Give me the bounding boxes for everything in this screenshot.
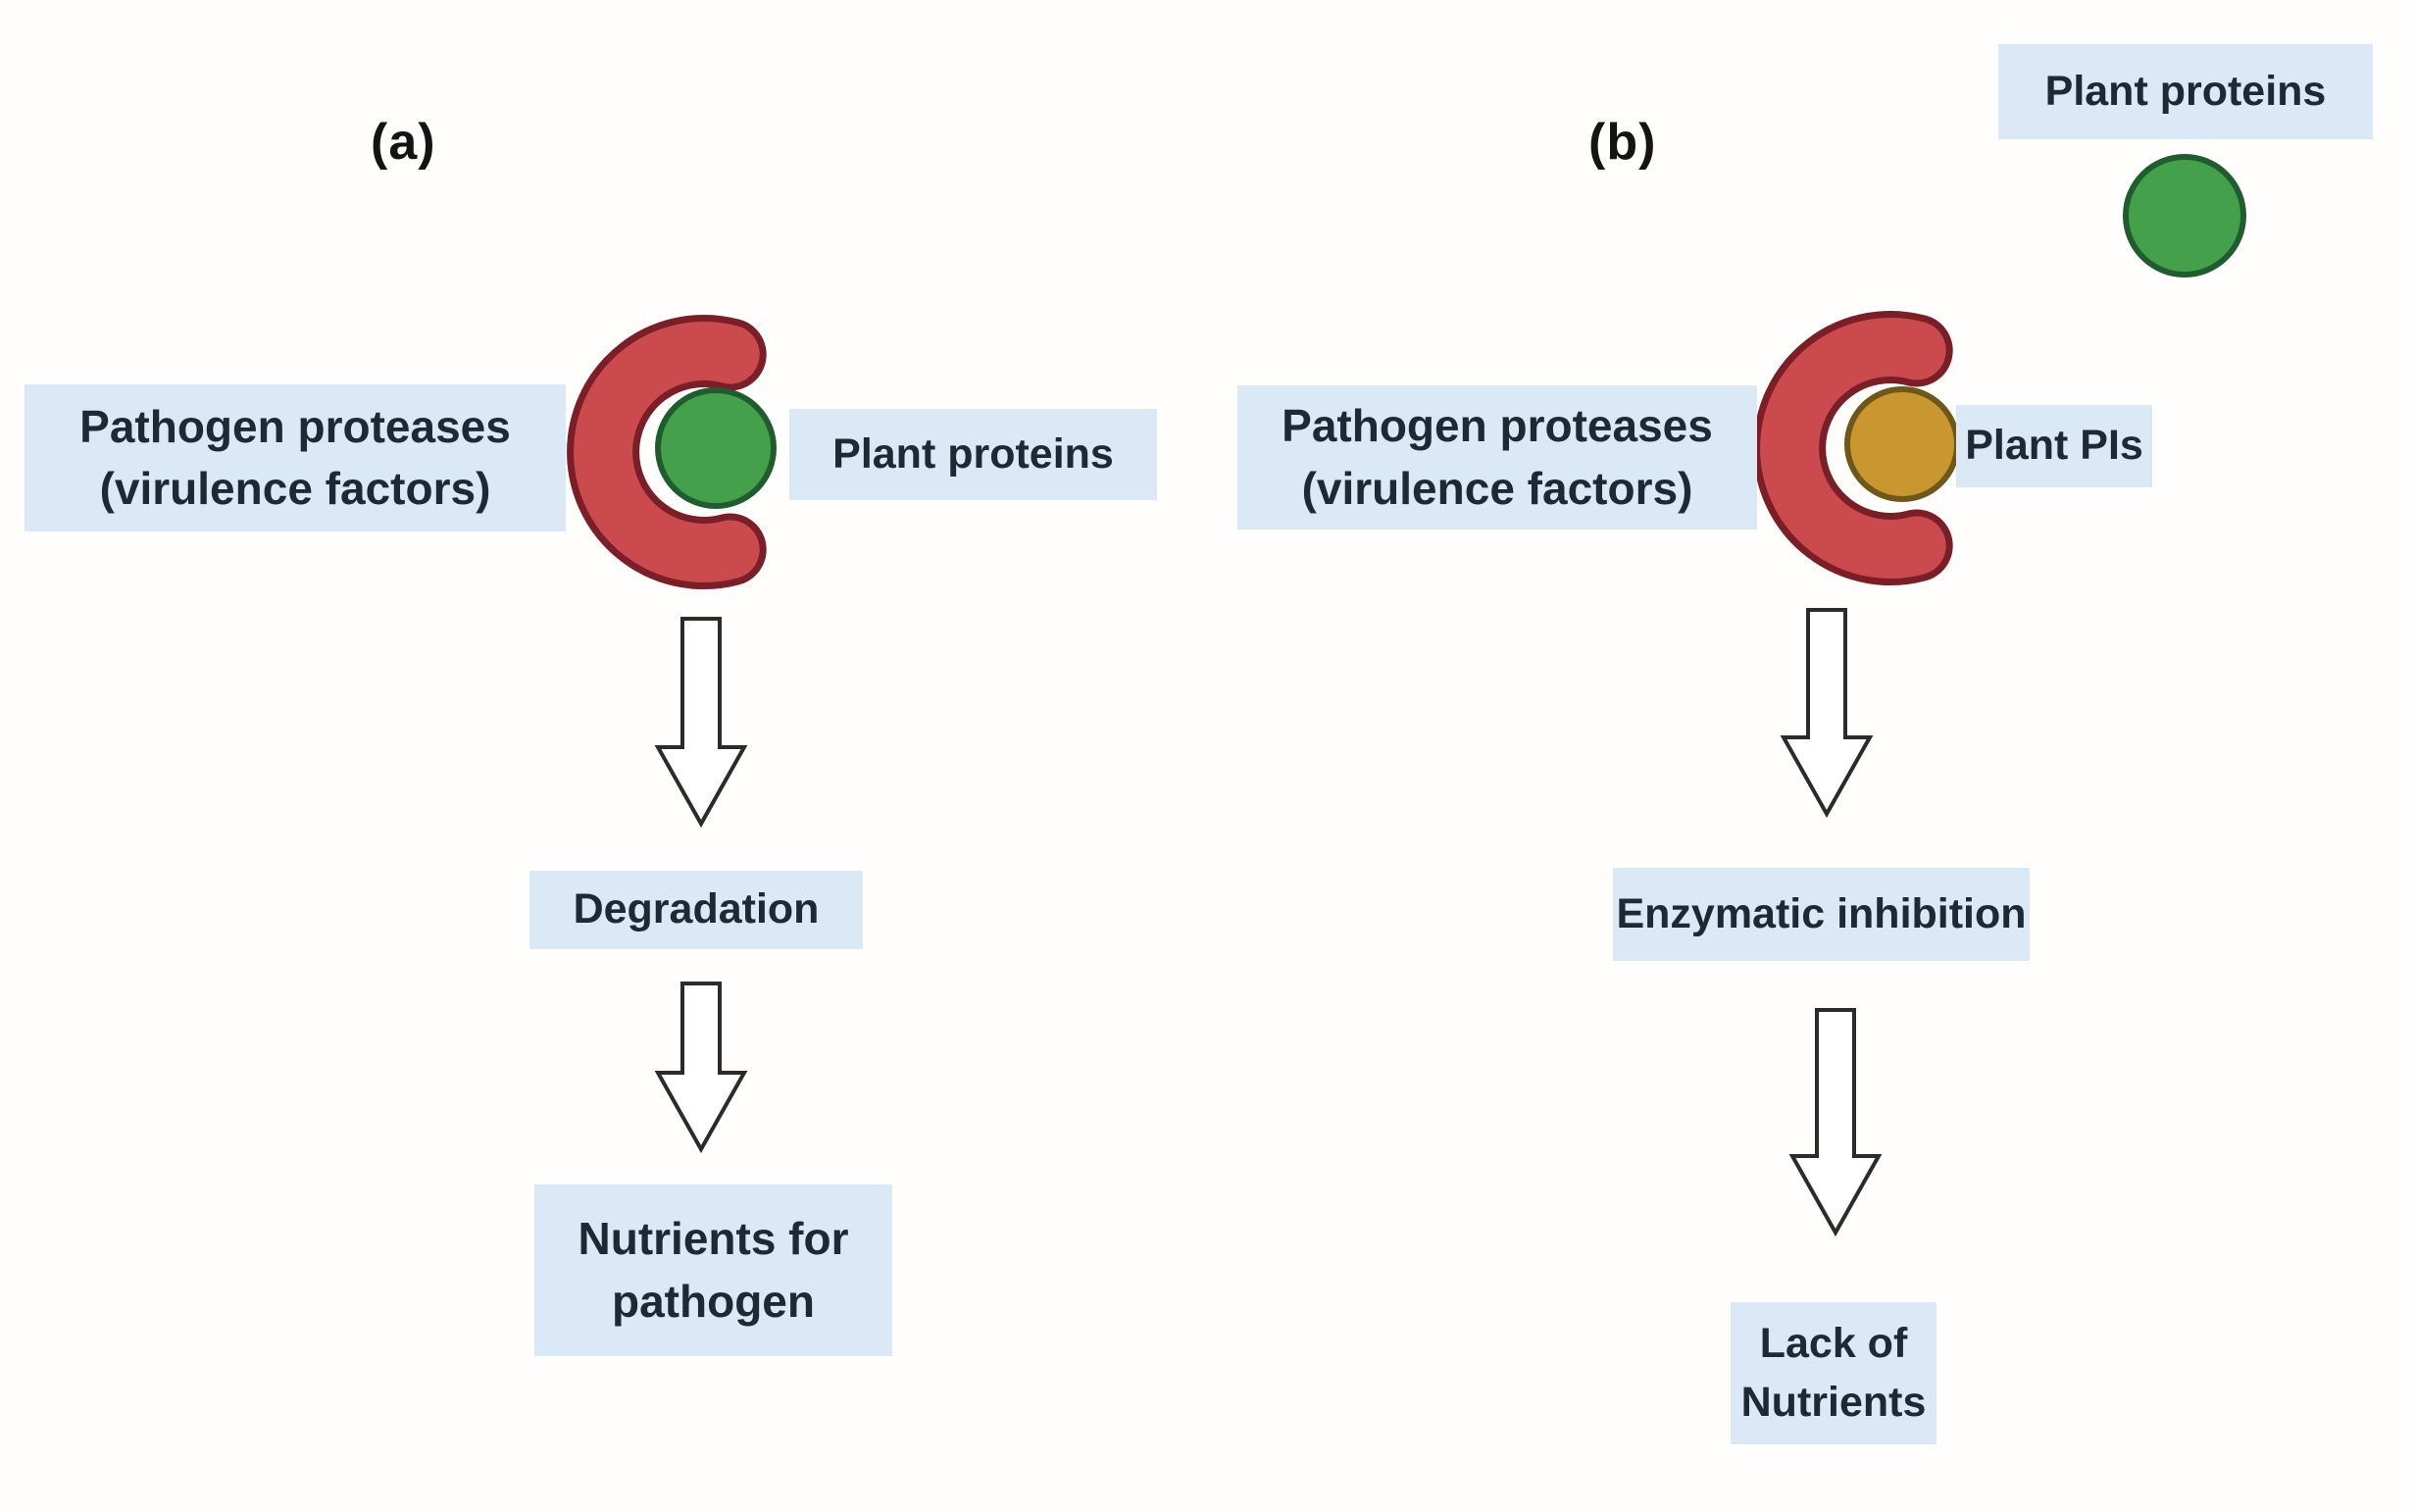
plant-protein-circle-b (2123, 154, 2246, 277)
down-arrow-b1 (1780, 608, 1874, 819)
lack-of-line1: Lack of (1759, 1320, 1908, 1368)
plant-pis-label: Plant PIs (1956, 405, 2152, 487)
down-arrow-b2 (1788, 1008, 1883, 1237)
plant-proteins-label-a: Plant proteins (789, 409, 1157, 500)
lack-of-nutrients-label: Lack of Nutrients (1731, 1302, 1936, 1444)
crescent-body (1760, 318, 1946, 579)
enzymatic-inhibition-label: Enzymatic inhibition (1613, 868, 2030, 961)
pathogen-proteases-label-b: Pathogen proteases (virulence factors) (1237, 385, 1757, 529)
pathogen-proteases-label-a: Pathogen proteases (virulence factors) (25, 384, 566, 531)
plant-proteins-text: Plant proteins (2044, 67, 2327, 115)
lack-of-line2: Nutrients (1740, 1378, 1927, 1426)
nutrients-for-pathogen-label: Nutrients for pathogen (534, 1184, 892, 1356)
plant-proteins-text: Plant proteins (832, 429, 1114, 478)
down-arrow-a2 (654, 982, 748, 1154)
pathogen-proteases-line2: (virulence factors) (1301, 462, 1693, 514)
crescent-body (574, 322, 760, 582)
pathogen-protease-icon-a (567, 315, 767, 589)
enzymatic-inhibition-text: Enzymatic inhibition (1616, 889, 2027, 937)
down-arrow-a1 (654, 617, 748, 829)
degradation-label: Degradation (529, 871, 863, 949)
plant-pis-text: Plant PIs (1965, 422, 2143, 470)
plant-pi-circle-b (1844, 386, 1960, 502)
plant-proteins-label-b: Plant proteins (1998, 44, 2373, 139)
pathogen-protease-icon-b (1753, 311, 1953, 585)
nutrients-line2: pathogen (612, 1275, 815, 1327)
pathogen-proteases-line1: Pathogen proteases (79, 400, 511, 452)
pathogen-proteases-line1: Pathogen proteases (1282, 400, 1713, 452)
panel-b-label: (b) (1588, 114, 1657, 171)
nutrients-line1: Nutrients for (578, 1213, 849, 1265)
pathogen-proteases-line2: (virulence factors) (99, 463, 491, 514)
degradation-text: Degradation (573, 885, 820, 933)
plant-protein-circle-a (655, 387, 777, 509)
panel-a-label: (a) (371, 114, 436, 171)
